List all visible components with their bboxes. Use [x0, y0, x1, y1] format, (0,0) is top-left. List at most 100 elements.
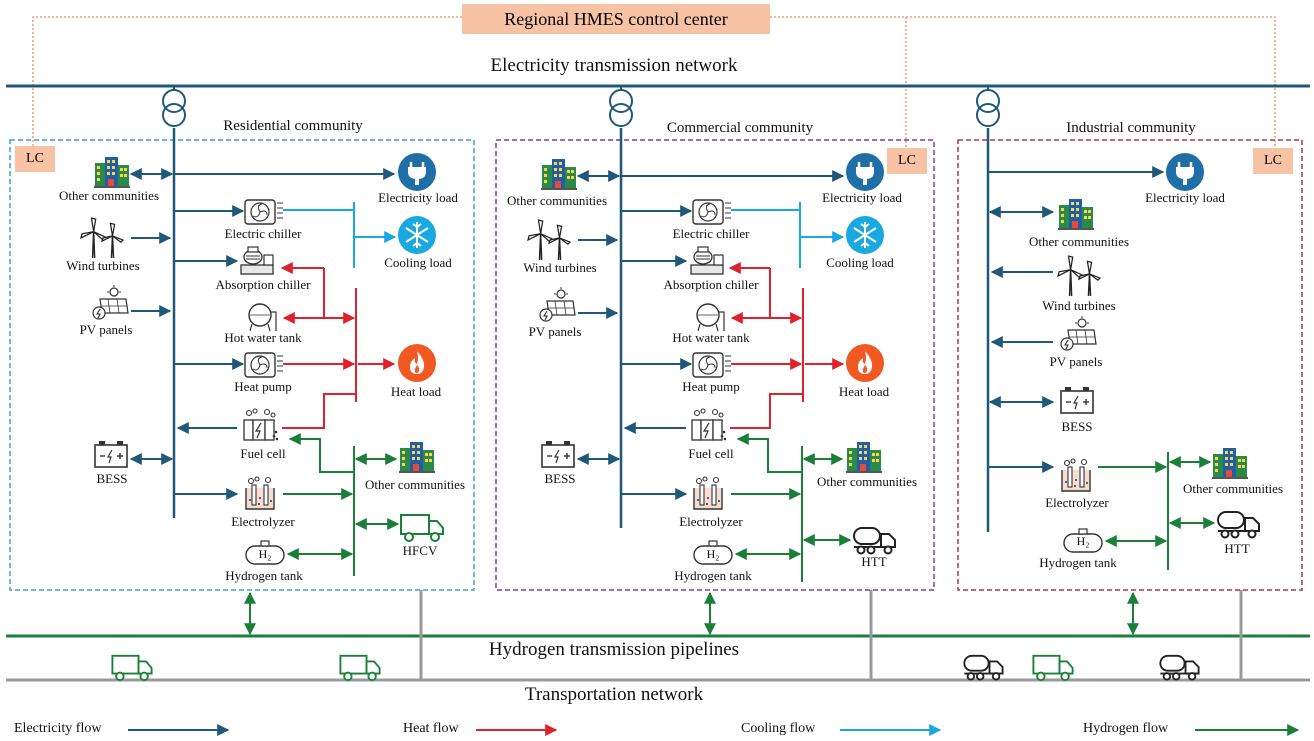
transformer-icon — [609, 89, 633, 127]
residential-community-box — [9, 139, 475, 591]
truck-icon — [1032, 654, 1074, 681]
res-heat-pump-label: Heat pump — [234, 379, 292, 394]
ind-electrolyzer-label: Electrolyzer — [1045, 495, 1109, 510]
com-fuel-cell-label: Fuel cell — [688, 446, 734, 461]
electric-chiller-icon — [692, 199, 732, 225]
res-hot-water-tank-label: Hot water tank — [224, 330, 302, 345]
building-icon — [1058, 199, 1094, 230]
ind-h2-symbol: H₂ — [1076, 534, 1090, 548]
heat-pump-icon — [244, 352, 284, 378]
electrolyzer-icon — [1061, 458, 1091, 492]
tanker-truck-icon — [963, 654, 1004, 681]
tanker-truck-icon — [1217, 511, 1260, 539]
control-center-label: Regional HMES control center — [504, 9, 728, 29]
com-hydrogen-tank-label: Hydrogen tank — [674, 568, 752, 583]
commercial-title: Commercial community — [666, 120, 814, 136]
res-bess-label: BESS — [96, 471, 128, 486]
commercial-community-box — [495, 139, 935, 591]
res-wind-label: Wind turbines — [66, 258, 140, 273]
ind-bess-label: BESS — [1061, 419, 1093, 434]
com-heat-load-label: Heat load — [838, 384, 890, 399]
fuel-cell-icon — [243, 408, 278, 441]
battery-icon — [1060, 386, 1094, 414]
hot-water-tank-icon — [248, 303, 277, 332]
solar-panel-icon — [1060, 316, 1097, 351]
res-fuel-cell-label: Fuel cell — [240, 446, 286, 461]
com-hot-water-tank-label: Hot water tank — [672, 330, 750, 345]
res-absorption-chiller-label: Absorption chiller — [215, 277, 311, 292]
res-hydrogen-tank-label: Hydrogen tank — [225, 568, 303, 583]
com-bess-label: BESS — [544, 471, 576, 486]
wind-turbine-icon — [80, 217, 124, 259]
industrial-flows — [976, 86, 1216, 570]
res-vehicle-label: HFCV — [402, 543, 438, 558]
absorption-chiller-icon — [240, 246, 274, 275]
wind-turbine-icon — [527, 219, 571, 261]
legend-electricity-label: Electricity flow — [14, 721, 102, 736]
lc-box-industrial: LC — [1253, 148, 1293, 174]
legend-heat-label: Heat flow — [403, 721, 459, 736]
residential-title: Residential community — [223, 118, 363, 134]
ind-electricity-load-label: Electricity load — [1145, 190, 1225, 205]
res-other-communities-2-label: Other communities — [364, 477, 466, 492]
control-center-box: Regional HMES control center — [462, 4, 770, 34]
flame-icon — [398, 344, 436, 382]
heat-pump-icon — [692, 352, 732, 378]
res-electricity-load-label: Electricity load — [378, 190, 458, 205]
commercial-icons — [527, 152, 896, 565]
lc-box-commercial: LC — [887, 148, 927, 174]
ind-other-communities-2-label: Other communities — [1182, 481, 1284, 496]
plug-icon — [397, 152, 437, 192]
pipeline-connectors — [244, 591, 1139, 636]
com-h2-symbol: H₂ — [706, 547, 720, 561]
com-electricity-load-label: Electricity load — [822, 190, 902, 205]
res-heat-load-label: Heat load — [390, 384, 442, 399]
lc-box-residential: LC — [15, 146, 55, 172]
res-electrolyzer-label: Electrolyzer — [231, 514, 295, 529]
transformer-icon — [162, 89, 186, 127]
commercial-flows — [576, 86, 852, 582]
com-heat-pump-label: Heat pump — [682, 379, 740, 394]
electrolyzer-icon — [693, 476, 723, 510]
ind-pv-label: PV panels — [1049, 354, 1103, 369]
com-pv-label: PV panels — [528, 324, 582, 339]
solar-panel-icon — [92, 285, 129, 320]
hot-water-tank-icon — [696, 303, 725, 332]
res-pv-label: PV panels — [79, 322, 133, 337]
fuel-cell-icon — [691, 408, 726, 441]
snowflake-icon — [397, 215, 437, 255]
res-other-communities-label: Other communities — [58, 188, 160, 203]
truck-icon — [339, 654, 381, 681]
industrial-title: Industrial community — [1066, 120, 1196, 136]
building-icon — [94, 157, 130, 188]
building-icon — [541, 159, 577, 190]
res-h2-symbol: H₂ — [258, 547, 272, 561]
transformer-icon — [976, 89, 1000, 127]
ind-hydrogen-tank-label: Hydrogen tank — [1039, 555, 1117, 570]
electric-chiller-icon — [244, 199, 284, 225]
legend-hydrogen-label: Hydrogen flow — [1083, 721, 1169, 736]
com-electric-chiller-label: Electric chiller — [672, 226, 750, 241]
building-icon — [846, 442, 882, 473]
com-other-communities-label: Other communities — [506, 193, 608, 208]
com-cooling-load-label: Cooling load — [826, 255, 894, 270]
ind-wind-label: Wind turbines — [1042, 298, 1116, 313]
snowflake-icon — [845, 215, 885, 255]
building-icon — [1212, 448, 1248, 479]
truck-icon — [400, 514, 444, 542]
ind-other-communities-label: Other communities — [1028, 234, 1130, 249]
tanker-truck-icon — [1159, 654, 1200, 681]
res-electric-chiller-label: Electric chiller — [224, 226, 302, 241]
com-electrolyzer-label: Electrolyzer — [679, 514, 743, 529]
tanker-truck-icon — [853, 527, 896, 555]
electricity-network-label: Electricity transmission network — [490, 55, 738, 76]
wind-turbine-icon — [1057, 255, 1101, 297]
com-vehicle-label: HTT — [861, 554, 887, 569]
flame-icon — [846, 344, 884, 382]
solar-panel-icon — [539, 287, 576, 322]
plug-icon — [1165, 152, 1205, 192]
com-wind-label: Wind turbines — [523, 260, 597, 275]
legend-cooling-label: Cooling flow — [741, 721, 816, 736]
transportation-network-label: Transportation network — [524, 684, 704, 705]
